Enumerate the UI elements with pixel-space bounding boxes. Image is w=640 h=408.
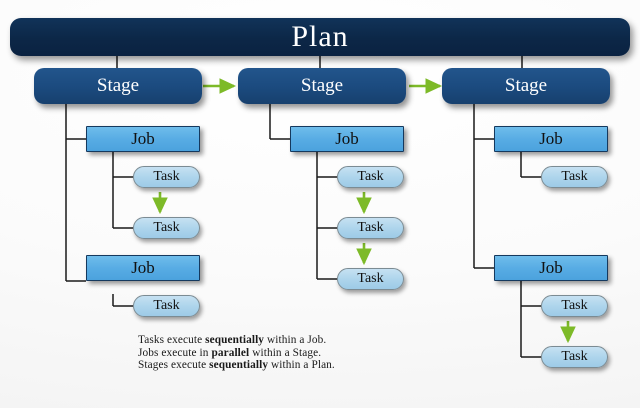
task-label-2-1-3: Task (357, 271, 384, 286)
job-node-2-1[interactable]: Job (290, 126, 404, 152)
caption-line-3-pre: Stages execute (138, 359, 210, 372)
task-node-3-2-2[interactable]: Task (541, 346, 608, 368)
caption-line-2-strong: parallel (211, 346, 250, 359)
caption-line-3: Stages execute sequentially within a Pla… (138, 359, 335, 372)
task-label-3-1-1: Task (561, 169, 588, 184)
caption-line-2-post: within a Stage. (249, 346, 322, 359)
stage-node-3[interactable]: Stage (442, 68, 610, 104)
caption-line-1-pre: Tasks execute (138, 334, 206, 346)
task-label-3-2-2: Task (561, 349, 588, 364)
stage-label-1: Stage (96, 75, 140, 96)
task-label-3-2-1: Task (561, 298, 588, 313)
job-label-3-1: Job (539, 129, 563, 148)
task-node-2-1-3[interactable]: Task (337, 268, 404, 290)
caption-line-2-pre: Jobs execute in (138, 346, 212, 359)
task-node-1-1-2[interactable]: Task (133, 217, 200, 239)
caption-line-1: Tasks execute sequentially within a Job. (138, 334, 335, 347)
job-node-3-2[interactable]: Job (494, 255, 608, 281)
job-label-1-2: Job (131, 258, 155, 277)
stage-label-3: Stage (504, 75, 548, 96)
plan-label: Plan (291, 20, 349, 53)
task-node-3-2-1[interactable]: Task (541, 295, 608, 317)
stage-node-2[interactable]: Stage (238, 68, 406, 104)
job-node-3-1[interactable]: Job (494, 126, 608, 152)
task-node-2-1-2[interactable]: Task (337, 217, 404, 239)
stage-node-1[interactable]: Stage (34, 68, 202, 104)
job-label-3-2: Job (539, 258, 563, 277)
task-node-3-1-1[interactable]: Task (541, 166, 608, 188)
job-node-1-1[interactable]: Job (86, 126, 200, 152)
job-label-1-1: Job (131, 129, 155, 148)
plan-node[interactable]: Plan (10, 18, 630, 56)
task-node-2-1-1[interactable]: Task (337, 166, 404, 188)
task-label-2-1-2: Task (357, 220, 384, 235)
stage-label-2: Stage (300, 75, 344, 96)
diagram-caption: Tasks execute sequentially within a Job.… (138, 334, 335, 372)
caption-line-1-strong: sequentially (205, 334, 265, 346)
task-label-1-1-1: Task (153, 169, 180, 184)
task-label-1-1-2: Task (153, 220, 180, 235)
caption-line-3-strong: sequentially (209, 359, 269, 372)
task-node-1-2-1[interactable]: Task (133, 295, 200, 317)
job-node-1-2[interactable]: Job (86, 255, 200, 281)
job-label-2-1: Job (335, 129, 359, 148)
task-label-2-1-1: Task (357, 169, 384, 184)
caption-line-2: Jobs execute in parallel within a Stage. (138, 347, 335, 360)
caption-line-1-post: within a Job. (264, 334, 327, 346)
task-label-1-2-1: Task (153, 298, 180, 313)
task-node-1-1-1[interactable]: Task (133, 166, 200, 188)
caption-line-3-post: within a Plan. (268, 359, 335, 372)
